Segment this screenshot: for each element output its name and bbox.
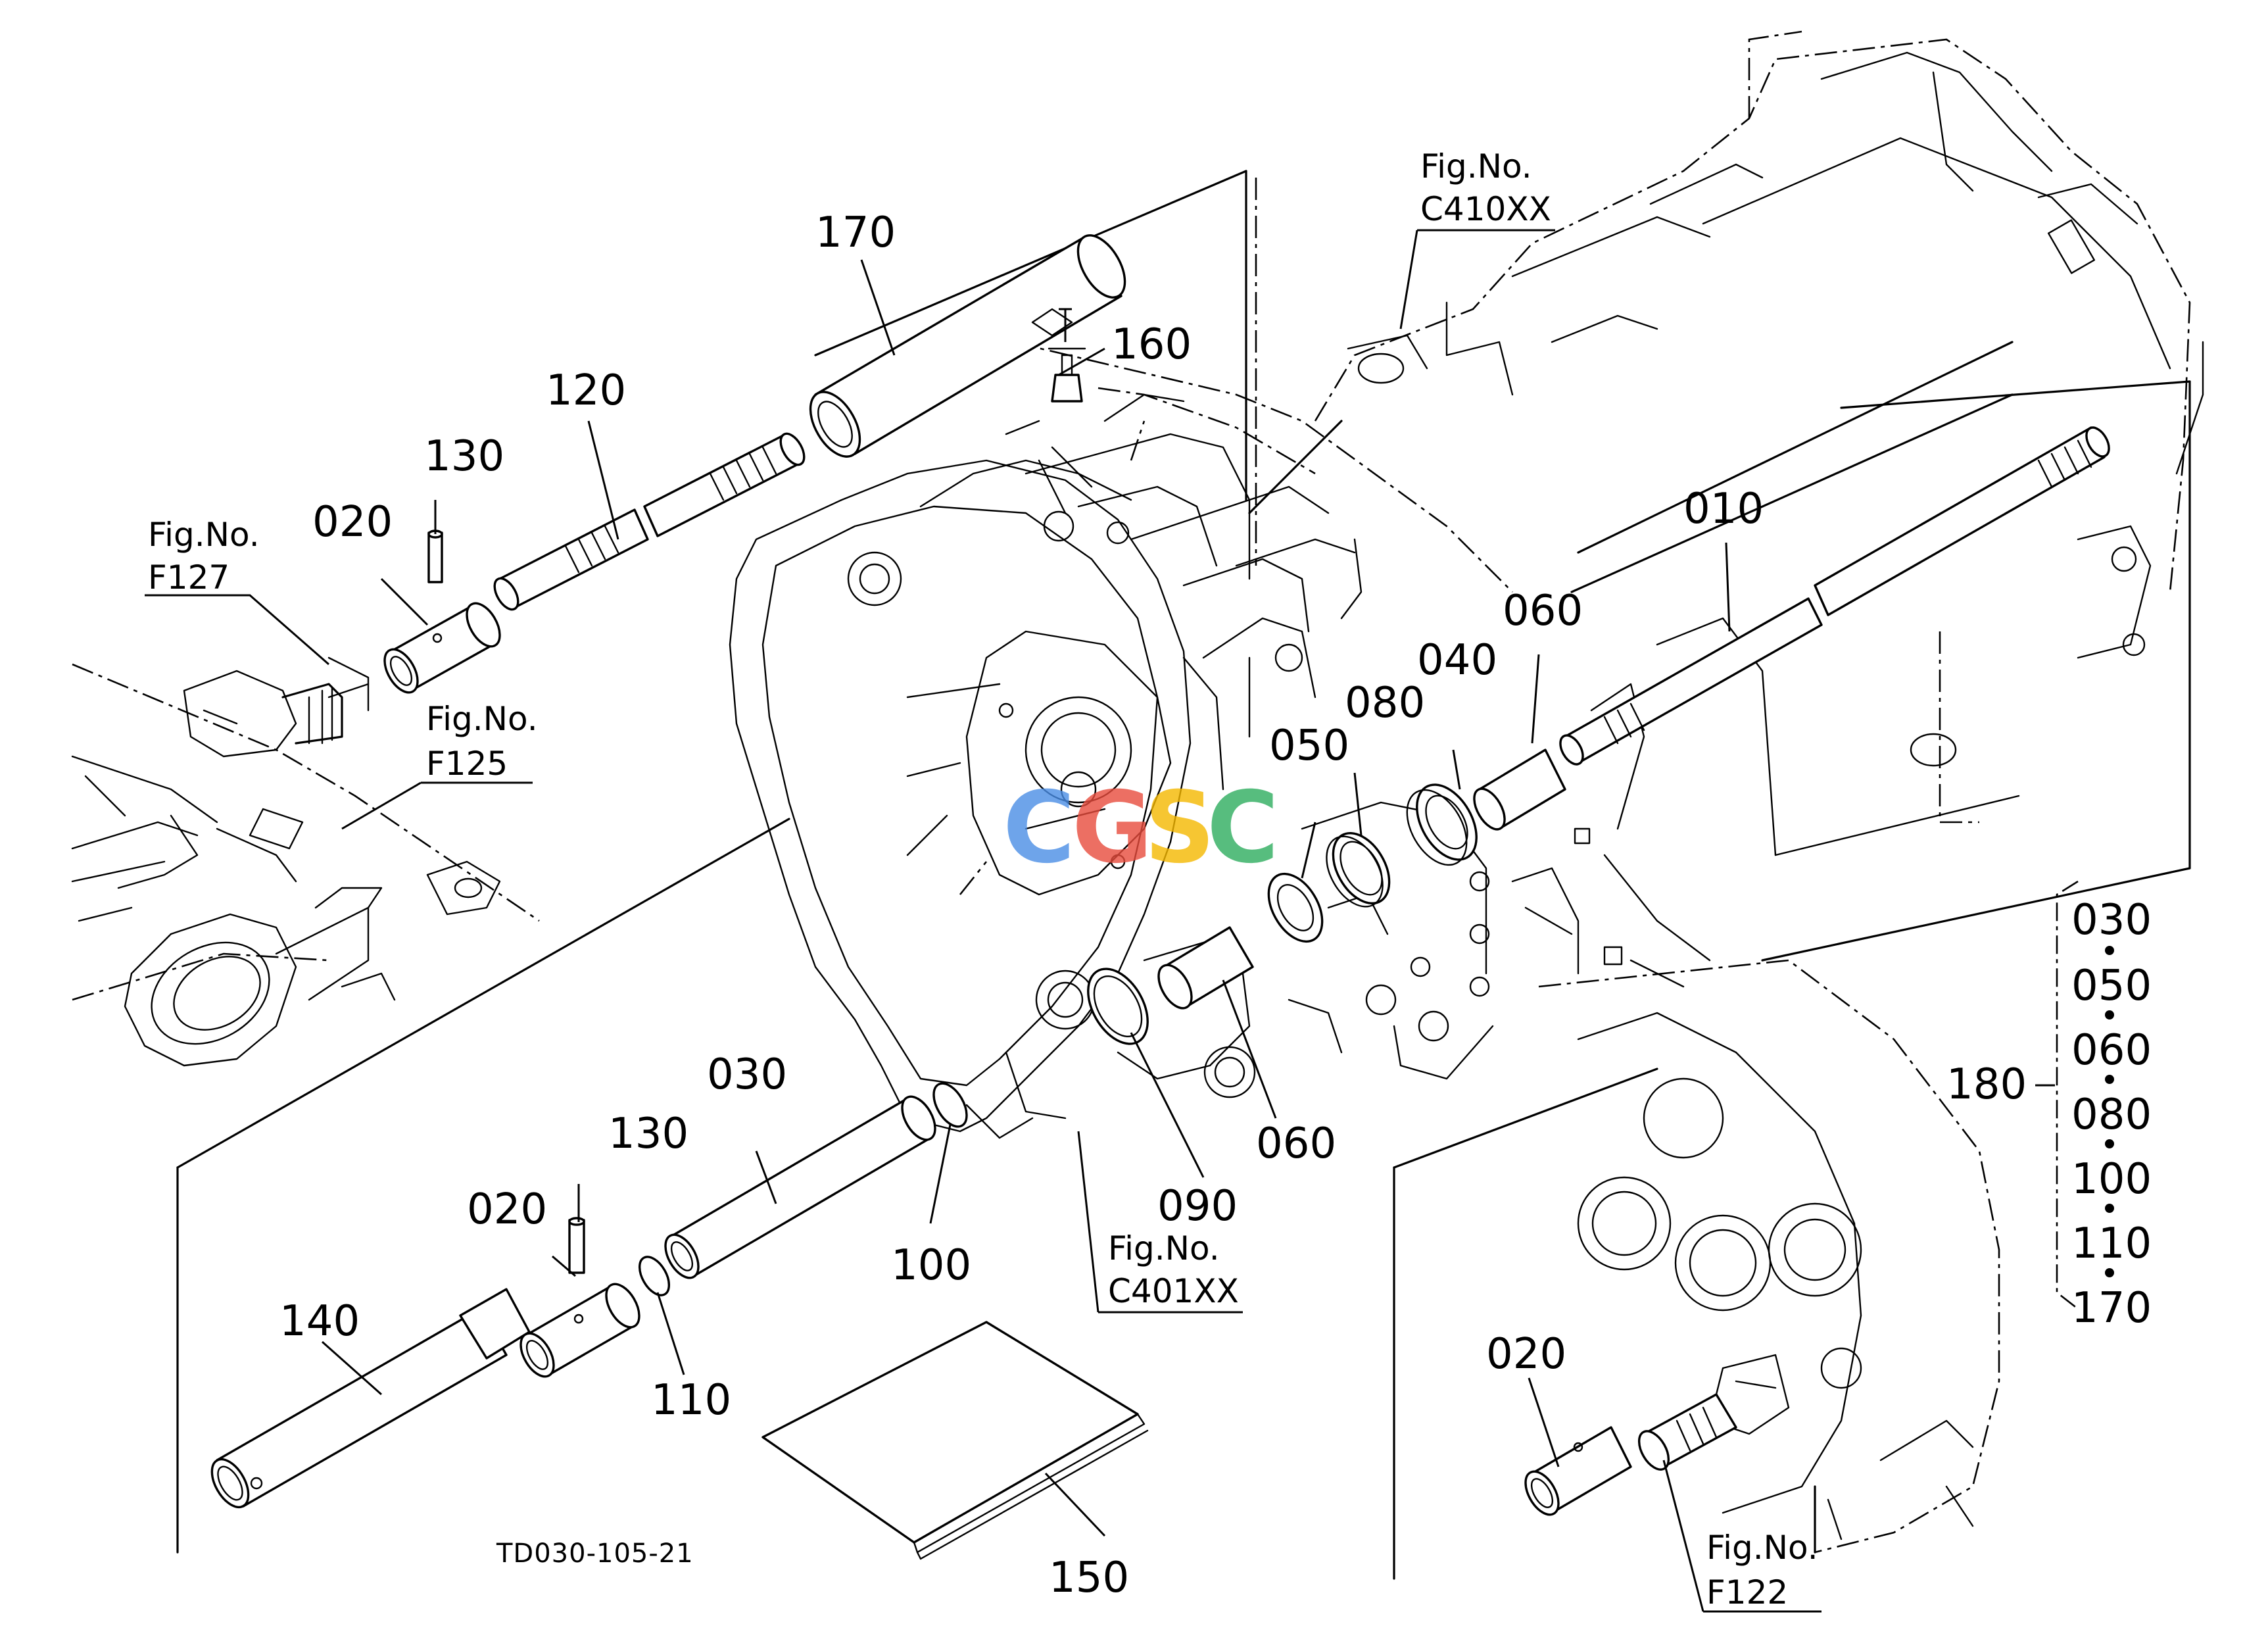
callout-020-right: 020 bbox=[1486, 1330, 1566, 1379]
part-020-coupling-right bbox=[1524, 1393, 1737, 1516]
fig-ref-C401XX-prefix: Fig.No. bbox=[1108, 1229, 1220, 1267]
part-060-sleeve-bottom bbox=[1157, 926, 1254, 1010]
kit-member-110: 110 bbox=[2071, 1219, 2152, 1268]
callout-060-top: 060 bbox=[1503, 587, 1583, 635]
callout-090: 090 bbox=[1157, 1182, 1238, 1231]
kit-member-170: 170 bbox=[2071, 1284, 2152, 1333]
part-020-coupling-top bbox=[383, 602, 501, 694]
callout-140: 140 bbox=[279, 1297, 360, 1346]
kit-member-100: 100 bbox=[2071, 1155, 2152, 1204]
callout-110: 110 bbox=[651, 1376, 731, 1425]
section-lines bbox=[176, 170, 2191, 1580]
kit-member-080: 080 bbox=[2071, 1091, 2152, 1139]
kit-member-030: 030 bbox=[2071, 896, 2152, 945]
part-100-o-ring bbox=[932, 1082, 968, 1128]
part-010-shaft bbox=[1559, 426, 2110, 766]
section-boundary-lines bbox=[959, 178, 1513, 895]
center-housing bbox=[729, 393, 1580, 1139]
fig-ref-F125-code: F125 bbox=[426, 745, 508, 783]
fig-ref-F127-code: F127 bbox=[148, 558, 229, 597]
callout-040: 040 bbox=[1417, 636, 1497, 685]
fig-ref-F122-prefix: Fig.No. bbox=[1706, 1529, 1818, 1567]
figure-ref-leaders bbox=[145, 229, 1822, 1613]
fig-ref-C410XX-code: C410XX bbox=[1420, 190, 1551, 228]
callout-130-top: 130 bbox=[424, 432, 504, 481]
part-160-fitting bbox=[1031, 308, 1086, 403]
part-080-ring bbox=[1326, 831, 1391, 908]
callout-020-bottom: 020 bbox=[467, 1185, 547, 1234]
part-040-bearing bbox=[1406, 783, 1478, 866]
left-frame bbox=[71, 656, 540, 1067]
callout-060-bottom: 060 bbox=[1256, 1119, 1336, 1168]
fig-ref-F122-code: F122 bbox=[1706, 1573, 1788, 1611]
watermark-letter-s: S bbox=[1144, 771, 1215, 885]
part-120-shaft bbox=[493, 432, 806, 611]
kit-180-label: 180 bbox=[1946, 1060, 2027, 1109]
part-150-sleeve bbox=[809, 234, 1126, 458]
callout-100: 100 bbox=[891, 1241, 971, 1290]
watermark-logo: C G S C bbox=[1003, 771, 1279, 885]
callout-020-top: 020 bbox=[312, 498, 393, 547]
part-170-booklet bbox=[761, 1321, 1149, 1560]
callout-160: 160 bbox=[1111, 320, 1192, 369]
rear-case bbox=[1538, 959, 2000, 1554]
kit-180-group: 180 030 050 060 080 100 110 170 bbox=[1946, 880, 2152, 1333]
fig-ref-F127-prefix: Fig.No. bbox=[148, 516, 260, 554]
part-090-snap-ring bbox=[1087, 968, 1149, 1045]
fig-ref-C401XX-code: C401XX bbox=[1108, 1272, 1239, 1310]
kit-member-050: 050 bbox=[2071, 962, 2152, 1010]
drawing-code: TD030-105-21 bbox=[496, 1538, 694, 1569]
part-050-seal bbox=[1267, 872, 1324, 943]
figure-references: Fig.No. C410XX Fig.No. F127 Fig.No. F125… bbox=[148, 147, 1818, 1611]
fig-ref-C410XX-prefix: Fig.No. bbox=[1420, 147, 1532, 185]
fig-ref-F125-prefix: Fig.No. bbox=[426, 700, 538, 738]
callout-030: 030 bbox=[707, 1050, 787, 1099]
callout-130-bottom: 130 bbox=[608, 1110, 688, 1158]
watermark-letter-c2: C bbox=[1207, 771, 1279, 885]
callout-010: 010 bbox=[1683, 485, 1764, 533]
callout-050: 050 bbox=[1269, 722, 1349, 770]
part-030-tube bbox=[664, 1095, 936, 1279]
part-130-pin-top bbox=[427, 529, 443, 583]
kit-member-060: 060 bbox=[2071, 1026, 2152, 1075]
callout-170: 150 bbox=[1049, 1554, 1129, 1602]
callout-labels: 170 160 120 130 020 010 060 040 080 050 … bbox=[279, 209, 1764, 1602]
leader-lines bbox=[322, 259, 1731, 1537]
callout-080: 080 bbox=[1345, 679, 1425, 727]
part-060-sleeve-top bbox=[1473, 749, 1566, 831]
watermark-letter-g: G bbox=[1072, 771, 1153, 885]
callout-120: 120 bbox=[546, 366, 626, 415]
part-140-tube bbox=[210, 1288, 531, 1509]
part-110-o-ring bbox=[638, 1256, 671, 1296]
part-130-pin-bottom bbox=[568, 1217, 585, 1274]
watermark-letter-c1: C bbox=[1003, 771, 1075, 885]
part-020-coupling-bottom bbox=[519, 1283, 640, 1378]
callout-150: 170 bbox=[815, 209, 896, 257]
